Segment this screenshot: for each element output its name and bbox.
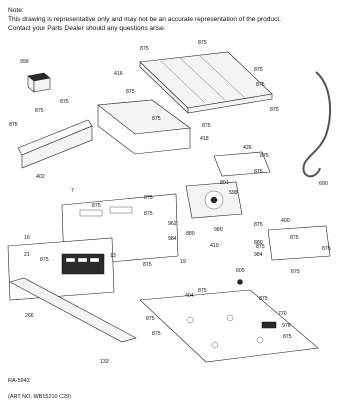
callout-21: 21 [24, 252, 30, 258]
callout-880: 880 [254, 240, 263, 246]
callout-875: 875 [144, 195, 153, 201]
note-heading: Note: [8, 7, 24, 14]
callout-875: 875 [92, 203, 101, 209]
side-trim-face [21, 125, 93, 169]
mounting-bracket [213, 151, 271, 177]
callout-980: 980 [214, 227, 223, 233]
callout-801: 801 [220, 180, 229, 186]
callout-418: 418 [200, 136, 209, 142]
callout-875: 875 [152, 116, 161, 122]
callout-605: 605 [236, 268, 245, 274]
callout-984: 984 [254, 252, 263, 258]
vent-duct-top [97, 99, 191, 135]
callout-875: 875 [259, 296, 268, 302]
callout-600: 600 [319, 181, 328, 187]
callout-875: 875 [126, 89, 135, 95]
rear-panel [267, 225, 331, 261]
callout-875: 875 [140, 46, 149, 52]
callout-875: 875 [198, 40, 207, 46]
callout-404: 404 [185, 293, 194, 299]
callout-402: 402 [36, 174, 45, 180]
callout-875: 875 [283, 334, 292, 340]
power-cord [302, 71, 332, 178]
art-number: (ART NO. WB15210 C29) [8, 394, 72, 400]
callout-875: 875 [260, 153, 269, 159]
callout-875: 875 [143, 262, 152, 268]
callout-875: 875 [256, 244, 265, 250]
callout-7: 7 [71, 188, 74, 194]
thermal-sensor [237, 279, 243, 285]
callout-999: 999 [20, 59, 29, 65]
callout-978: 978 [282, 323, 291, 329]
callout-875: 875 [290, 235, 299, 241]
callout-962: 962 [168, 221, 177, 227]
callout-875: 875 [322, 246, 331, 252]
diagram-code: RA-5943 [8, 378, 30, 384]
disclaimer-note: Note: This drawing is representative onl… [8, 6, 281, 33]
top-vent-cover-side [187, 93, 273, 114]
callout-layer: 875 875 416 999 875 875 875 875 875 875 875 875 418 8… [9, 40, 331, 365]
callout-875: 875 [198, 288, 207, 294]
base-plate [139, 289, 319, 363]
callout-875: 875 [40, 257, 49, 263]
control-board [61, 253, 105, 275]
callout-875: 875 [35, 108, 44, 114]
callout-426: 426 [243, 145, 252, 151]
callout-19: 19 [180, 259, 186, 265]
callout-875: 875 [270, 107, 279, 113]
note-line-contact: Contact your Parts Dealer should any que… [8, 25, 166, 32]
callout-875: 875 [60, 99, 69, 105]
callout-880: 880 [186, 231, 195, 237]
callout-875: 875 [291, 269, 300, 275]
callout-875: 875 [9, 122, 18, 128]
callout-875: 875 [256, 82, 265, 88]
callout-410: 410 [210, 243, 219, 249]
callout-875: 875 [144, 211, 153, 217]
callout-416: 416 [114, 71, 123, 77]
callout-400: 400 [281, 218, 290, 224]
callout-770: 770 [278, 311, 287, 317]
callout-16: 16 [24, 235, 30, 241]
callout-875: 875 [146, 316, 155, 322]
callout-266: 266 [25, 313, 34, 319]
note-line-representative: This drawing is representative only and … [8, 16, 282, 23]
callout-875: 875 [254, 67, 263, 73]
callout-875: 875 [254, 222, 263, 228]
callout-984: 984 [168, 236, 177, 242]
callout-875: 875 [254, 169, 263, 175]
callout-133: 133 [100, 359, 109, 365]
callout-875: 875 [202, 123, 211, 129]
relay-block [261, 321, 277, 329]
callout-599: 599 [229, 190, 238, 196]
callout-13: 13 [110, 253, 116, 259]
insulation-block-side [33, 77, 51, 93]
callout-875: 875 [152, 331, 161, 337]
lower-trim-strip [9, 277, 137, 343]
